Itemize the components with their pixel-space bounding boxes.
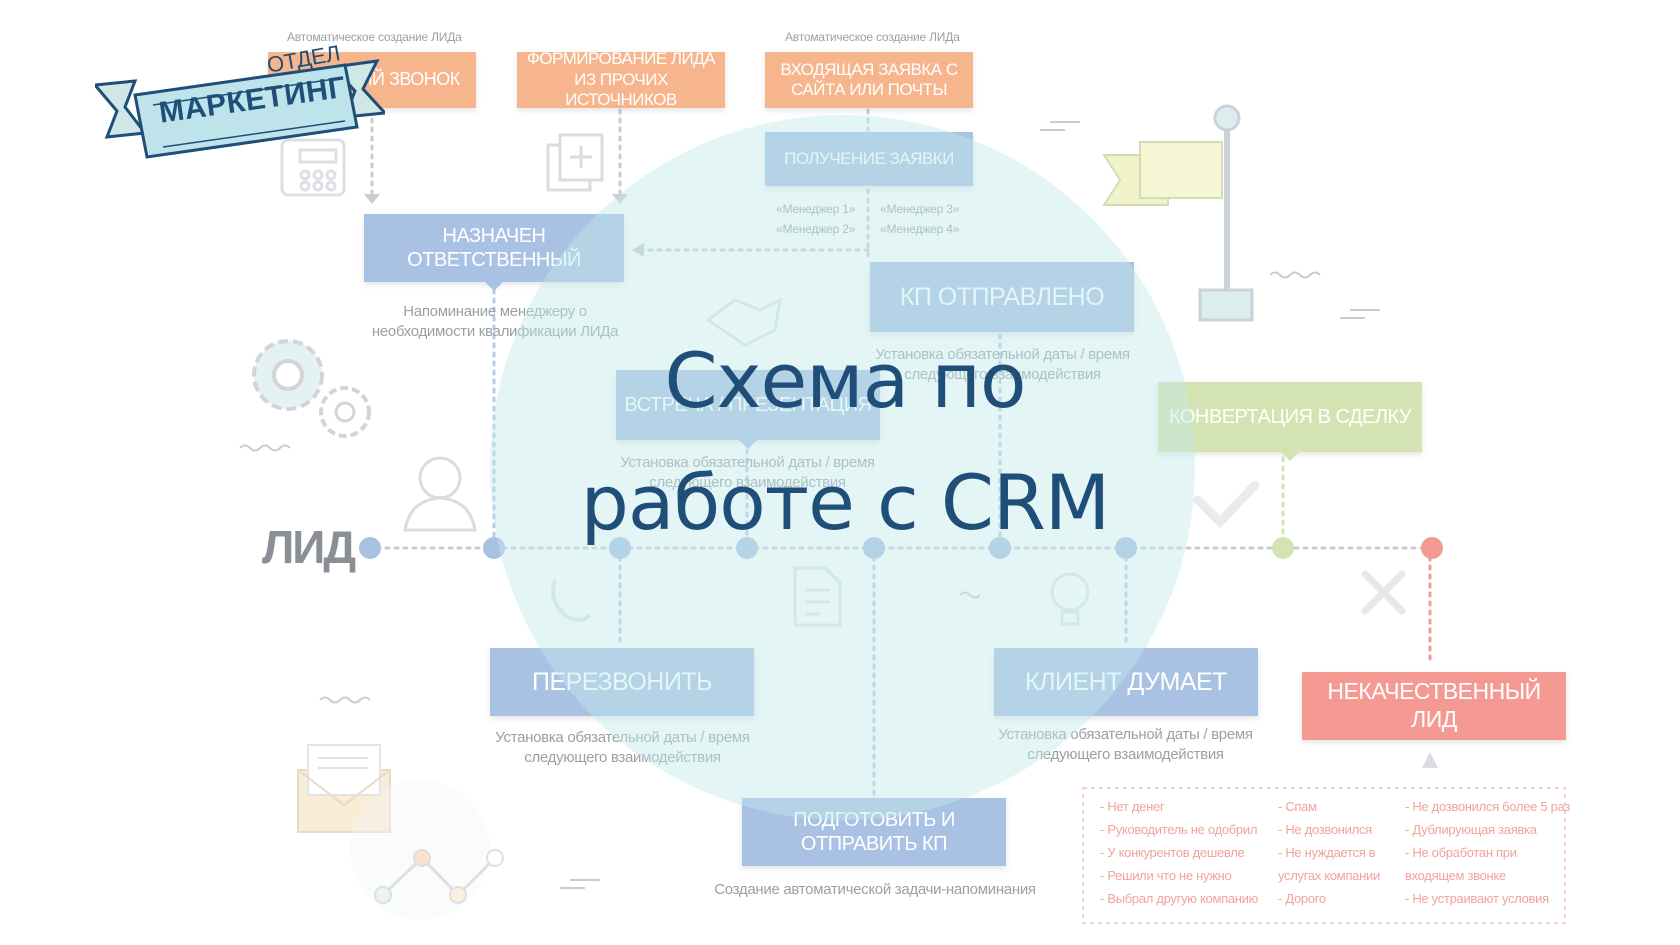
conversion-box: КОНВЕРТАЦИЯ В СДЕЛКУ — [1158, 382, 1422, 461]
reason-item: - Дорого — [1278, 891, 1326, 906]
gears-icon — [252, 339, 371, 438]
auto-note-right: Автоматическое создание ЛИДа — [785, 30, 960, 44]
reason-item: - Выбрал другую компанию — [1100, 891, 1259, 906]
reason-item: - У конкурентов дешевле — [1100, 845, 1245, 860]
reasons-box — [1082, 787, 1566, 924]
reason-item: - Не дозвонился — [1278, 822, 1372, 837]
decor-squiggles — [239, 121, 1380, 889]
slide-title: Схема по работе с CRM — [520, 320, 1170, 564]
web-request-box: ВХОДЯЩАЯ ЗАЯВКА С САЙТА ИЛИ ПОЧТЫ — [765, 52, 973, 108]
reason-item: - Не дозвонился более 5 раз — [1405, 799, 1571, 814]
client-thinks-box: КЛИЕНТ ДУМАЕТ — [994, 648, 1258, 716]
timeline-node-client-thinks — [1115, 537, 1137, 559]
meeting-note: Установка обязательной даты / время след… — [620, 454, 875, 491]
client-thinks-note: Установка обязательной даты / время след… — [998, 726, 1253, 763]
line-chart-icon — [350, 780, 504, 920]
meeting-box: ВСТРЕЧА / ПРЕЗЕНТАЦИЯ — [616, 370, 880, 449]
reason-item: - Не нуждается в — [1278, 845, 1376, 860]
slide-title-line-2: работе с CRM — [580, 458, 1111, 547]
cross-icon — [1361, 570, 1406, 615]
timeline-node-lead — [359, 537, 381, 559]
manager-1: «Менеджер 1» — [776, 202, 856, 216]
check-icon — [1193, 480, 1260, 529]
auto-note-left: Автоматическое создание ЛИДа — [287, 30, 462, 44]
add-document-icon — [546, 133, 604, 192]
bad-lead-box: НЕКАЧЕСТВЕННЫЙ ЛИД — [1302, 672, 1566, 740]
ribbon-icon — [92, 59, 389, 159]
handset-icon — [551, 579, 592, 622]
manager-4: «Менеджер 4» — [880, 222, 960, 236]
lightbulb-icon — [1050, 572, 1090, 626]
reason-item: - Решили что не нужно — [1100, 868, 1232, 883]
marketing-department-logo: ОТДЕЛ МАРКЕТИНГ — [92, 40, 389, 165]
timeline-node-conversion — [1272, 537, 1294, 559]
prepare-proposal-note: Создание автоматической задачи-напоминан… — [714, 881, 1036, 898]
timeline-node-meeting — [736, 537, 758, 559]
handshake-icon — [705, 297, 782, 347]
slide-title-line-1: Схема по — [664, 336, 1026, 425]
reasons-column-1: - Нет денег - Руководитель не одобрил - … — [1100, 795, 1258, 910]
phone-icon — [280, 138, 346, 197]
reasons-column-3: - Не дозвонился более 5 раз - Дублирующа… — [1405, 795, 1570, 910]
timeline-node-call-back — [609, 537, 631, 559]
call-back-box: ПЕРЕЗВОНИТЬ — [490, 648, 754, 716]
timeline-node-prepare — [863, 537, 885, 559]
receive-request-box: ПОЛУЧЕНИЕ ЗАЯВКИ — [765, 132, 973, 186]
other-sources-box: ФОРМИРОВАНИЕ ЛИДа ИЗ ПРОЧИХ ИСТОЧНИКОВ — [517, 49, 725, 109]
prepare-proposal-box: ПОДГОТОВИТЬ И ОТПРАВИТЬ КП — [742, 798, 1006, 866]
assigned-note: Напоминание менеджеру о необходимости кв… — [371, 303, 619, 340]
assigned-box: НАЗНАЧЕН ОТВЕТСТВЕННЫЙ — [364, 214, 624, 291]
reason-item: входящем звонке — [1405, 868, 1506, 883]
timeline-node-bad-lead — [1421, 537, 1443, 559]
reasons-column-2: - Спам - Не дозвонился - Не нуждается в … — [1278, 795, 1380, 910]
reason-item: - Дублирующая заявка — [1405, 822, 1537, 837]
title-circle-overlay — [490, 115, 1195, 820]
person-icon — [403, 456, 477, 532]
call-back-note: Установка обязательной даты / время след… — [495, 729, 750, 766]
reason-item: - Спам — [1278, 799, 1317, 814]
envelope-icon — [297, 744, 391, 833]
proposal-sent-box: КП ОТПРАВЛЕНО — [870, 262, 1134, 332]
reason-item: - Руководитель не одобрил — [1100, 822, 1258, 837]
timeline-node-assigned — [483, 537, 505, 559]
timeline-node-proposal — [989, 537, 1011, 559]
manager-3: «Менеджер 3» — [880, 202, 960, 216]
reason-item: - Не обработан при — [1405, 845, 1517, 860]
lead-label: ЛИД — [262, 521, 356, 573]
reason-item: - Нет денег — [1100, 799, 1165, 814]
document-icon — [793, 566, 842, 627]
reason-item: услугах компании — [1278, 868, 1380, 883]
flag-icon — [1102, 104, 1254, 322]
reason-item: - Не устраивают условия — [1405, 891, 1549, 906]
proposal-sent-note: Установка обязательной даты / время след… — [875, 346, 1130, 383]
manager-2: «Менеджер 2» — [776, 222, 856, 236]
